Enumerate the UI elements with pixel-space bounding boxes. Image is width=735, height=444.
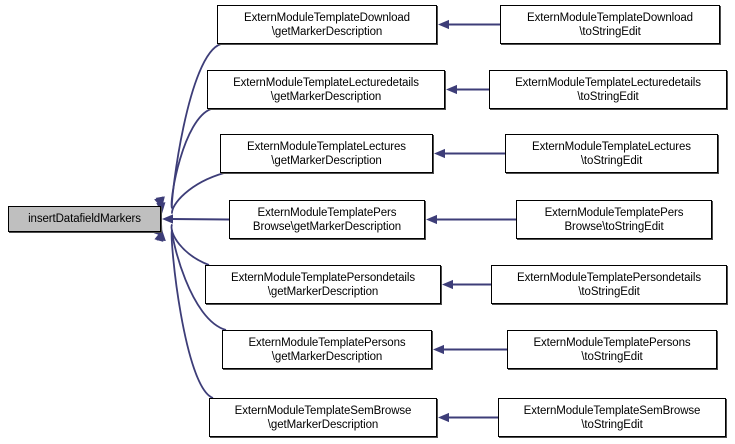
edge-line xyxy=(170,229,214,399)
edge-line xyxy=(170,218,230,221)
node-mid-lecturedetails-label: ExternModuleTemplateLecturedetails \getM… xyxy=(233,76,419,103)
node-mid-persbrowse-label: ExternModuleTemplatePers Browse\getMarke… xyxy=(252,206,402,233)
edge-mid-sembrowse-to-root xyxy=(154,229,214,399)
node-right-persondetails[interactable]: ExternModuleTemplatePersondetails \toStr… xyxy=(491,265,727,304)
edge-line xyxy=(170,108,212,209)
node-right-persbrowse[interactable]: ExternModuleTemplatePers Browse\toString… xyxy=(516,200,712,239)
edge-mid-lectures-to-root xyxy=(156,172,225,214)
node-right-persons[interactable]: ExternModuleTemplatePersons \toStringEdi… xyxy=(507,330,717,369)
edge-arrowhead xyxy=(162,214,173,224)
edge-arrowhead xyxy=(446,84,457,95)
node-right-persbrowse-label: ExternModuleTemplatePers Browse\toString… xyxy=(544,206,684,233)
edge-arrowhead xyxy=(154,230,164,242)
node-right-lecturedetails[interactable]: ExternModuleTemplateLecturedetails \toSt… xyxy=(489,70,727,109)
edge-line xyxy=(171,43,222,209)
node-mid-persondetails-label: ExternModuleTemplatePersondetails \getMa… xyxy=(231,271,415,298)
edge-right-persondetails-to-mid-persondetails xyxy=(442,279,491,290)
edge-mid-lecturedetails-to-root xyxy=(154,108,212,209)
node-mid-sembrowse-label: ExternModuleTemplateSemBrowse \getMarker… xyxy=(234,404,412,431)
edge-mid-persbrowse-to-root xyxy=(162,214,230,224)
node-right-persondetails-label: ExternModuleTemplatePersondetails \toStr… xyxy=(517,271,701,298)
node-mid-download[interactable]: ExternModuleTemplateDownload \getMarkerD… xyxy=(217,5,437,44)
node-mid-persons-label: ExternModuleTemplatePersons \getMarkerDe… xyxy=(248,336,406,363)
node-right-download-label: ExternModuleTemplateDownload \toStringEd… xyxy=(527,11,693,38)
edge-right-lectures-to-mid-lectures xyxy=(434,148,505,159)
edge-mid-download-to-root xyxy=(155,43,222,209)
node-right-sembrowse-label: ExternModuleTemplateSemBrowse \toStringE… xyxy=(523,404,701,431)
node-right-persons-label: ExternModuleTemplatePersons \toStringEdi… xyxy=(533,336,691,363)
node-root[interactable]: insertDatafieldMarkers xyxy=(8,206,161,232)
node-right-lectures-label: ExternModuleTemplateLectures \toStringEd… xyxy=(532,140,691,167)
edge-arrowhead xyxy=(433,344,444,355)
node-right-download[interactable]: ExternModuleTemplateDownload \toStringEd… xyxy=(500,5,720,44)
edge-line xyxy=(171,229,227,331)
edge-arrowhead xyxy=(438,412,449,423)
edge-line xyxy=(170,224,210,266)
node-right-sembrowse[interactable]: ExternModuleTemplateSemBrowse \toStringE… xyxy=(498,398,726,437)
node-mid-persbrowse[interactable]: ExternModuleTemplatePers Browse\getMarke… xyxy=(229,200,425,239)
edge-arrowhead xyxy=(442,279,453,290)
node-root-label: insertDatafieldMarkers xyxy=(28,213,141,225)
edge-line xyxy=(171,172,225,214)
node-mid-lectures[interactable]: ExternModuleTemplateLectures \getMarkerD… xyxy=(220,134,433,173)
edge-arrowhead xyxy=(426,214,437,225)
node-mid-persondetails[interactable]: ExternModuleTemplatePersondetails \getMa… xyxy=(205,265,441,304)
node-right-lectures[interactable]: ExternModuleTemplateLectures \toStringEd… xyxy=(505,134,718,173)
node-mid-download-label: ExternModuleTemplateDownload \getMarkerD… xyxy=(244,11,410,38)
edge-right-sembrowse-to-mid-sembrowse xyxy=(438,412,498,423)
node-mid-lectures-label: ExternModuleTemplateLectures \getMarkerD… xyxy=(247,140,406,167)
edge-arrowhead xyxy=(434,148,445,159)
node-mid-lecturedetails[interactable]: ExternModuleTemplateLecturedetails \getM… xyxy=(207,70,445,109)
edge-right-lecturedetails-to-mid-lecturedetails xyxy=(446,84,489,95)
edge-right-persons-to-mid-persons xyxy=(433,344,507,355)
edge-arrowhead xyxy=(438,19,449,30)
node-mid-sembrowse[interactable]: ExternModuleTemplateSemBrowse \getMarker… xyxy=(209,398,437,437)
edge-right-persbrowse-to-mid-persbrowse xyxy=(426,214,516,225)
node-right-lecturedetails-label: ExternModuleTemplateLecturedetails \toSt… xyxy=(515,76,701,103)
edge-right-download-to-mid-download xyxy=(438,19,500,30)
node-mid-persons[interactable]: ExternModuleTemplatePersons \getMarkerDe… xyxy=(222,330,432,369)
